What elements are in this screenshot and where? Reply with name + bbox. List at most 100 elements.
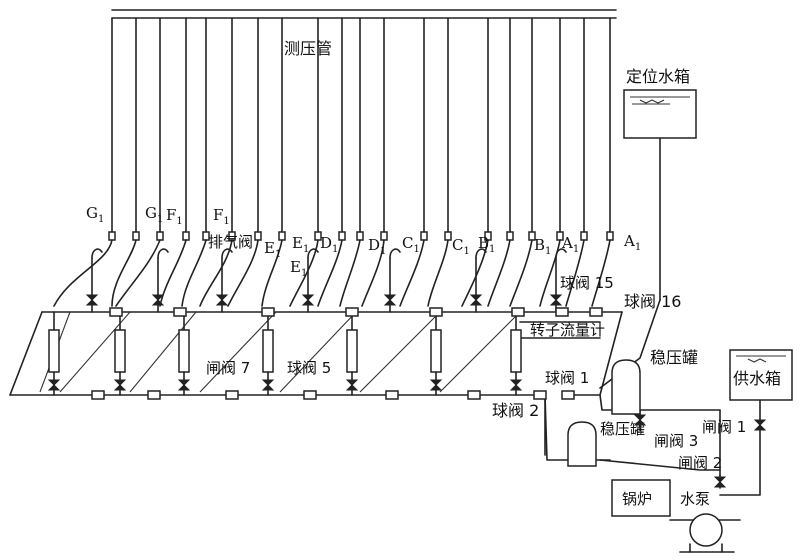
pipe-fitting <box>109 307 123 317</box>
flowmeter-tube <box>262 329 274 373</box>
branch-pipe <box>289 239 319 307</box>
tube-fitting <box>606 231 614 241</box>
gate-valve-7-label: 闸阀 7 <box>206 359 250 377</box>
tube-fitting <box>132 231 140 241</box>
ball-valve-1-label: 球阀 1 <box>545 369 589 387</box>
flowmeter-tube <box>178 329 190 373</box>
tube-fitting <box>338 231 346 241</box>
cross-pipe <box>359 311 441 393</box>
supply-tank: 供水箱 <box>729 349 793 401</box>
tap-label-g1a: G1 <box>86 204 104 225</box>
cross-pipe <box>279 311 357 393</box>
branch-pipe <box>261 239 283 307</box>
valve-symbol <box>301 294 315 306</box>
tap-label-a1a: A1 <box>561 234 579 255</box>
pump: 水泵 <box>669 490 741 553</box>
pipe-fitting <box>345 307 359 317</box>
branch-pipe <box>181 239 207 307</box>
flowmeter-tube <box>114 329 126 373</box>
branch-pipe <box>565 239 585 307</box>
tube-fitting <box>506 231 514 241</box>
supply-tank-label: 供水箱 <box>733 369 781 388</box>
boiler: 锅炉 <box>611 479 671 517</box>
tap-label-c1a: C1 <box>402 234 420 255</box>
branch-pipe <box>361 239 385 307</box>
branch-pipe <box>317 239 343 307</box>
tube-fitting <box>420 231 428 241</box>
pipe-fitting <box>225 390 239 400</box>
flowmeter-tube <box>430 329 442 373</box>
valve-symbol <box>633 414 647 426</box>
tube-fitting <box>156 231 164 241</box>
flowmeter-tube <box>510 329 522 373</box>
ball-valve-15-label: 球阀 15 <box>560 274 614 292</box>
branch-pipe <box>427 239 449 307</box>
tube-fitting <box>182 231 190 241</box>
pipe-fitting <box>385 390 399 400</box>
tap-label-f1a: F1 <box>166 206 183 227</box>
surge-tank-lower-label: 稳压罐 <box>600 420 645 438</box>
drop-hook <box>157 248 169 259</box>
tap-label-e1a: E1 <box>264 239 281 260</box>
cross-pipe <box>129 311 197 393</box>
pump-label: 水泵 <box>680 490 710 508</box>
gate-valve-2-label: 闸阀 2 <box>678 454 722 472</box>
piezometer-board: 测压管 <box>108 9 617 241</box>
branch-pipe <box>487 239 511 307</box>
branch-pipe <box>399 239 425 307</box>
gate-valve-3-label: 闸阀 3 <box>654 432 698 450</box>
ball-valve-2-label: 球阀 2 <box>492 401 539 420</box>
pipe-fitting <box>173 307 187 317</box>
tap-label-c1b: C1 <box>452 236 470 257</box>
tap-label-b1b: B1 <box>534 236 551 257</box>
branch-pipe <box>53 239 113 307</box>
cross-pipe <box>199 311 277 393</box>
flowmeter-tube <box>48 329 60 373</box>
ball-valve-5-label: 球阀 5 <box>287 359 331 377</box>
flowmeter-tube <box>346 329 358 373</box>
valves <box>47 294 767 488</box>
drop-hook <box>91 248 103 259</box>
tap-label-f1b: F1 <box>213 206 230 227</box>
pipe-fitting <box>429 307 443 317</box>
pipe-fitting <box>511 307 525 317</box>
drop-hook <box>475 248 487 259</box>
tube-fitting <box>278 231 286 241</box>
branch-pipes <box>39 239 611 393</box>
tube-fitting <box>580 231 588 241</box>
pipe-fitting <box>561 390 575 400</box>
cross-pipe <box>59 311 131 393</box>
tap-label-e1b: E1 <box>292 234 309 255</box>
pipe-fittings <box>91 307 603 400</box>
pipe-fitting <box>147 390 161 400</box>
pipe-fitting <box>533 390 547 400</box>
tap-label-a1b: A1 <box>623 232 641 253</box>
tap-label-g1b: G1 <box>145 204 163 225</box>
branch-pipe <box>111 239 137 307</box>
branch-pipe <box>339 239 361 307</box>
tube-fitting <box>356 231 364 241</box>
drop-hook <box>555 248 567 259</box>
branch-pipe <box>461 239 489 307</box>
pipe-fitting <box>589 307 603 317</box>
valve-symbol <box>85 294 99 306</box>
valve-symbol <box>469 294 483 306</box>
drop-hook <box>307 248 319 259</box>
pipe-fitting <box>467 390 481 400</box>
valve-symbol <box>549 294 563 306</box>
air-vent-valve-label: 排气阀 <box>208 233 253 251</box>
piezometer-tubes <box>108 17 614 241</box>
piezometer-label: 测压管 <box>284 39 332 58</box>
drop-hook <box>389 248 401 259</box>
cross-pipe <box>439 311 521 393</box>
boiler-label: 锅炉 <box>622 490 652 508</box>
branch-pipe <box>199 239 233 307</box>
gate-valve-1-label: 闸阀 1 <box>702 418 746 436</box>
pipe-fitting <box>261 307 275 317</box>
branch-pipe <box>509 239 533 307</box>
branch-pipe <box>159 239 187 307</box>
tube-fitting <box>444 231 452 241</box>
branch-pipe <box>539 239 561 307</box>
